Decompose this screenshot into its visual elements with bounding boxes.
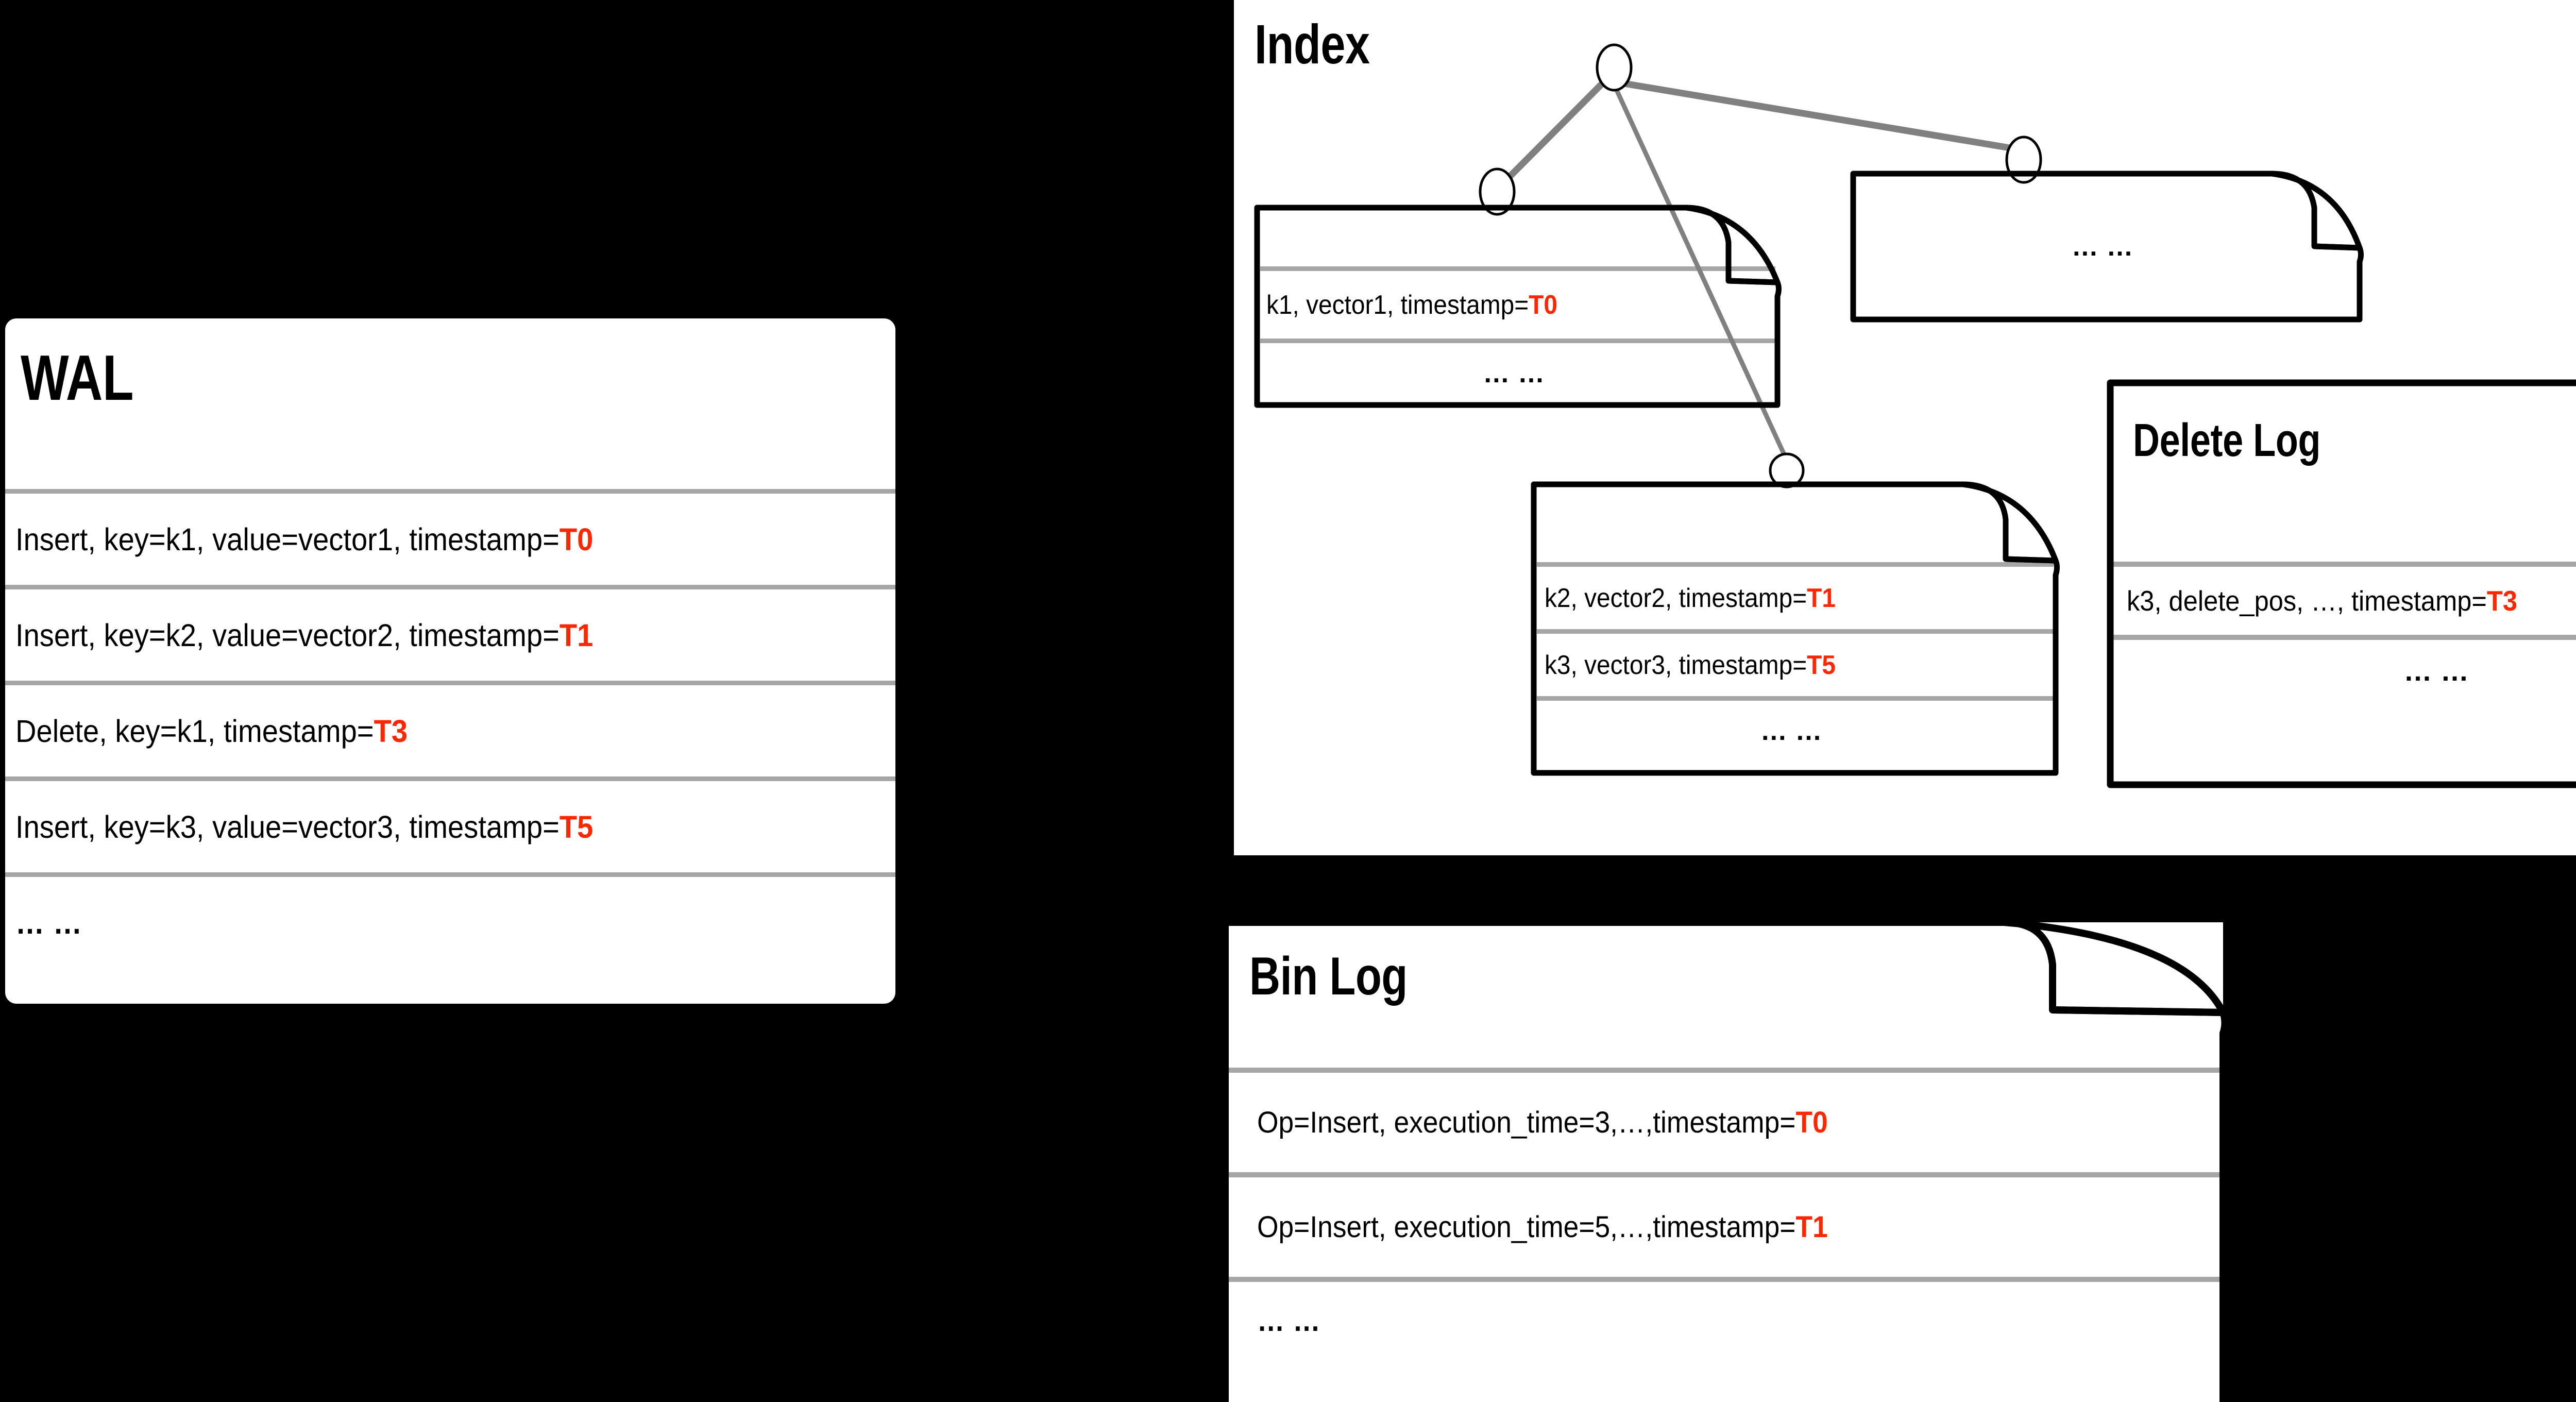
wal-separator-5 [5,872,895,877]
wal-panel [5,318,895,1004]
delete-log-row-1: …… [2113,640,2576,702]
bin-log-row-0-text: Op=Insert, execution_time=3,…,timestamp= [1257,1106,1796,1139]
index-leaf-k1-row-1-text: …… [1483,359,1553,388]
wal-row-2-text: Delete, key=k1, timestamp= [15,713,374,749]
wal-row-4-text: …… [15,905,91,940]
bin-log-row-1-timestamp: T1 [1795,1210,1828,1244]
bin-log-row-2-text: …… [1257,1304,1329,1338]
bin-log-row-2: …… [1257,1282,2215,1359]
wal-row-3: Insert, key=k3, value=vector3, timestamp… [15,781,891,872]
index-leaf-k2k3-row-0-timestamp: T1 [1807,583,1836,613]
index-leaf-k1-separator-2 [1260,339,1775,343]
index-leaf-k2k3-separator-3 [1537,696,2054,701]
index-leaf-k1-separator-1 [1260,266,1775,271]
index-leaf-k2k3-separator-2 [1537,629,2054,634]
wal-row-0: Insert, key=k1, value=vector1, timestamp… [15,494,891,585]
delete-log-row-0: k3, delete_pos, …, timestamp=T3 [2127,567,2576,635]
index-leaf-k1-row-0: k1, vector1, timestamp=T0 [1266,271,1776,339]
index-leaf-k2k3-separator-1 [1537,562,2054,567]
wal-title: WAL [21,343,134,414]
index-leaf-k2k3-row-0-text: k2, vector2, timestamp= [1545,583,1807,613]
index-leaf-k2k3-row-2: …… [1537,701,2054,762]
bin-log-title: Bin Log [1249,947,1408,1006]
bin-log-separator-3 [1229,1277,2223,1282]
wal-separator-4 [5,776,895,781]
delete-log-row-0-timestamp: T3 [2486,585,2517,617]
wal-separator-1 [5,489,895,494]
index-leaf-k2k3-row-1: k3, vector3, timestamp=T5 [1545,634,2055,696]
wal-separator-2 [5,585,895,589]
wal-row-3-text: Insert, key=k3, value=vector3, timestamp… [15,809,560,844]
delete-log-separator-1 [2113,562,2576,567]
bin-log-separator-1 [1229,1068,2223,1073]
index-leaf-k1-row-1: …… [1260,343,1775,404]
bin-log-row-0: Op=Insert, execution_time=3,…,timestamp=… [1257,1073,2215,1172]
delete-log-title: Delete Log [2133,415,2321,466]
index-leaf-more-row-0: …… [1853,216,2360,277]
wal-row-1-timestamp: T1 [559,617,594,653]
index-leaf-more-row-0-text: …… [2071,232,2142,262]
wal-row-1-text: Insert, key=k2, value=vector2, timestamp… [15,617,560,653]
index-leaf-k2k3-row-0: k2, vector2, timestamp=T1 [1545,567,2055,629]
wal-separator-3 [5,681,895,685]
bin-log-row-1-text: Op=Insert, execution_time=5,…,timestamp= [1257,1210,1796,1244]
index-leaf-k2k3-row-1-timestamp: T5 [1807,650,1836,680]
wal-row-0-text: Insert, key=k1, value=vector1, timestamp… [15,521,560,557]
bin-log-separator-2 [1229,1172,2223,1177]
delete-log-row-1-text: …… [2403,655,2478,687]
wal-row-3-timestamp: T5 [559,809,594,844]
delete-log-separator-2 [2113,635,2576,640]
bin-log-row-1: Op=Insert, execution_time=5,…,timestamp=… [1257,1177,2215,1277]
index-leaf-k2k3-row-2-text: …… [1760,716,1831,746]
wal-row-2: Delete, key=k1, timestamp=T3 [15,685,891,776]
index-title: Index [1255,13,1370,75]
wal-row-0-timestamp: T0 [559,521,594,557]
wal-row-2-timestamp: T3 [374,713,408,749]
index-leaf-k1-row-0-text: k1, vector1, timestamp= [1266,290,1529,320]
index-leaf-k2k3-row-1-text: k3, vector3, timestamp= [1545,650,1807,680]
wal-row-1: Insert, key=k2, value=vector2, timestamp… [15,589,891,681]
wal-row-4: …… [15,877,891,968]
bin-log-row-0-timestamp: T0 [1795,1106,1828,1139]
index-leaf-k1-row-0-timestamp: T0 [1529,290,1558,320]
delete-log-row-0-text: k3, delete_pos, …, timestamp= [2127,585,2487,617]
